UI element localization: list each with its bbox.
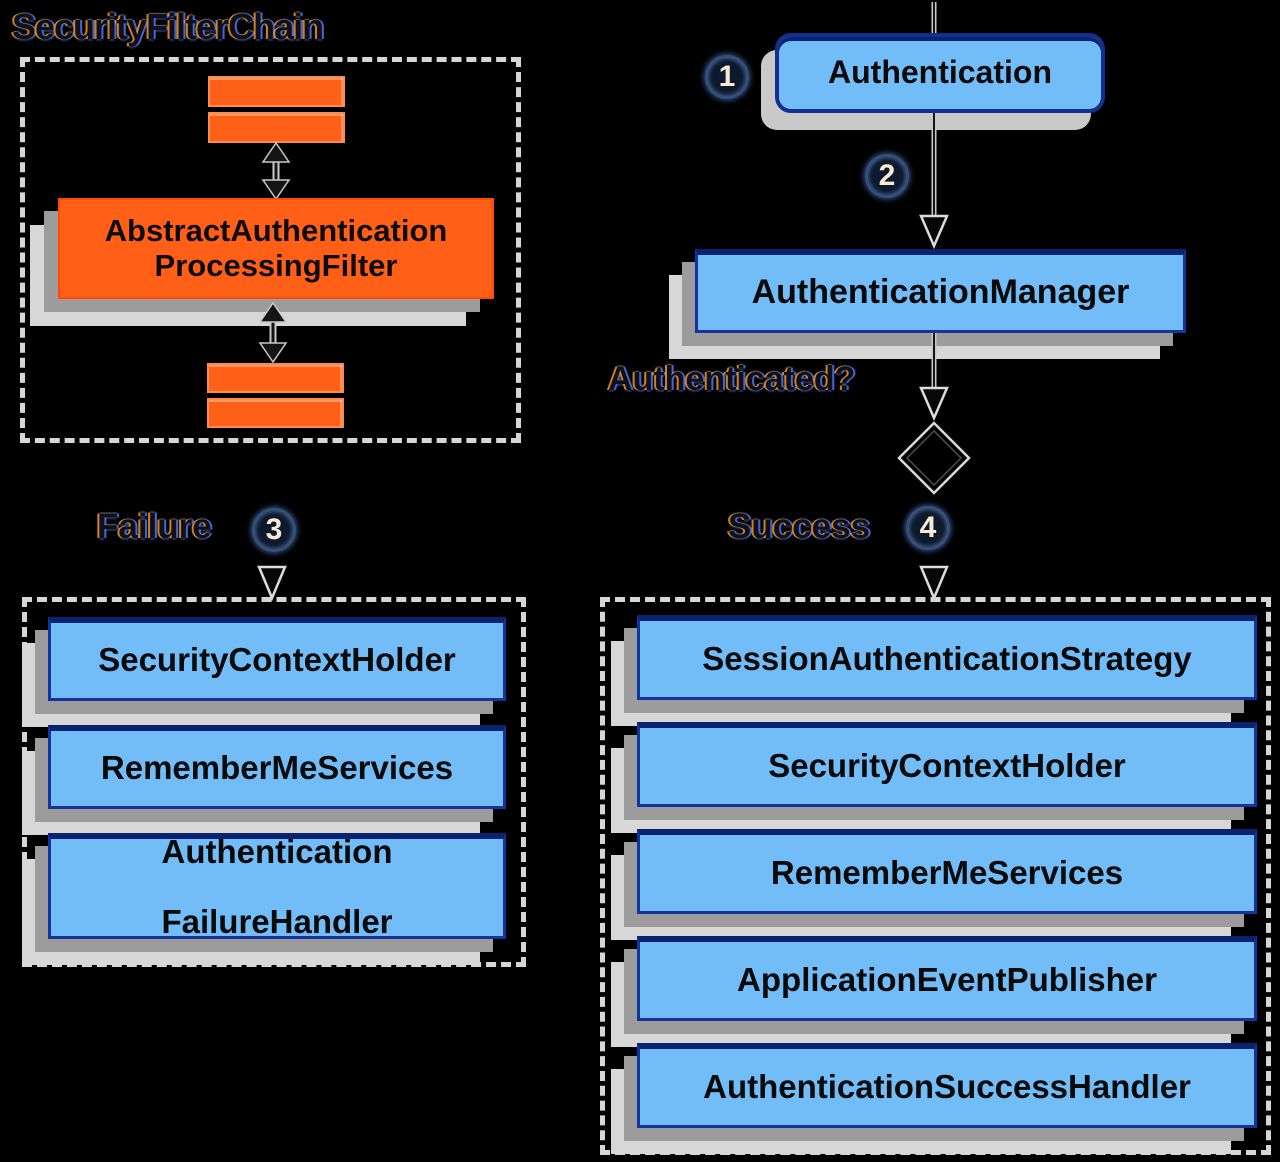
filter-chain-upper-filter-2	[208, 112, 345, 143]
authentication-success-handler-box: AuthenticationSuccessHandler	[637, 1043, 1257, 1128]
authenticated-question-label: Authenticated?	[608, 360, 856, 398]
remember-me-services-success-box: RememberMeServices	[637, 829, 1257, 914]
authentication-failure-handler-box: Authentication FailureHandler	[48, 833, 506, 939]
failure-container	[22, 597, 526, 967]
security-context-holder-success-box: SecurityContextHolder	[637, 722, 1257, 807]
step-3-badge: 3	[252, 508, 296, 552]
application-event-publisher-box: ApplicationEventPublisher	[637, 936, 1257, 1021]
filter-label-line2: ProcessingFilter	[154, 247, 398, 283]
security-filter-chain-box	[20, 57, 521, 443]
step-1-badge: 1	[705, 55, 749, 99]
success-label: Success	[728, 507, 871, 546]
remember-me-services-box: RememberMeServices	[48, 725, 506, 809]
step-2-badge: 2	[865, 154, 909, 198]
failure-handler-line1: Authentication	[161, 833, 393, 871]
filter-chain-upper-filter-1	[208, 76, 345, 107]
double-arrow-icon	[261, 141, 291, 201]
flow-line-with-arrow	[919, 113, 949, 250]
authentication-manager-box: AuthenticationManager	[695, 249, 1186, 333]
session-authentication-strategy-box: SessionAuthenticationStrategy	[637, 615, 1257, 700]
failure-arrowhead-icon	[257, 565, 287, 602]
double-arrow-icon	[258, 301, 288, 364]
success-container	[600, 597, 1271, 1155]
filter-chain-lower-filter-2	[207, 398, 344, 428]
failure-label: Failure	[97, 507, 212, 546]
filter-label-line1: AbstractAuthentication	[104, 213, 448, 249]
step-4-badge: 4	[906, 506, 950, 550]
success-arrowhead-icon	[919, 565, 949, 602]
decision-diamond	[897, 421, 971, 495]
security-filter-chain-title: SecurityFilterChain	[12, 6, 324, 47]
security-context-holder-box: SecurityContextHolder	[48, 617, 506, 701]
flow-line-with-arrow	[919, 333, 949, 422]
authentication-box: Authentication	[775, 33, 1105, 113]
abstract-authentication-processing-filter-box: AbstractAuthentication ProcessingFilter	[58, 198, 494, 299]
failure-handler-line2: FailureHandler	[161, 902, 393, 940]
filter-chain-lower-filter-1	[207, 363, 344, 393]
flow-line	[931, 2, 937, 33]
